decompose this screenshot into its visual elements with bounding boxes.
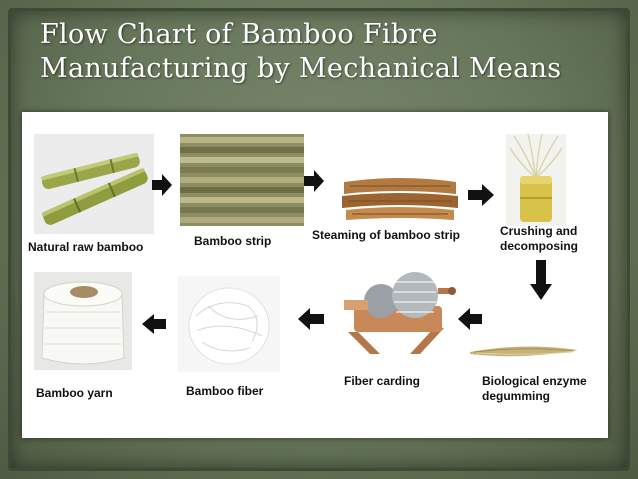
label-bamboo-yarn: Bamboo yarn bbox=[36, 386, 113, 400]
raw-bamboo-image bbox=[34, 134, 154, 234]
step-bamboo-yarn bbox=[34, 272, 132, 370]
yarn-cone-image bbox=[34, 272, 132, 370]
steamed-strip-image bbox=[342, 178, 458, 220]
arrow-left-icon bbox=[142, 314, 166, 334]
title-line-2: Manufacturing by Mechanical Means bbox=[40, 53, 562, 84]
label-natural-raw-bamboo: Natural raw bamboo bbox=[28, 240, 144, 254]
label-bamboo-strip: Bamboo strip bbox=[194, 234, 272, 248]
crushed-bamboo-image bbox=[506, 134, 566, 226]
arrow-right-icon bbox=[304, 170, 324, 192]
step-bamboo-strip bbox=[180, 134, 304, 226]
page-title: Flow Chart of Bamboo Fibre Manufacturing… bbox=[40, 18, 620, 86]
degummed-fiber-image bbox=[470, 346, 578, 357]
slide-frame bbox=[8, 8, 630, 471]
flowchart-panel: Natural raw bamboo bbox=[22, 112, 608, 438]
step-fiber-carding bbox=[340, 262, 460, 362]
label-crushing-line-2: decomposing bbox=[500, 239, 579, 253]
label-crushing-line-1: Crushing and bbox=[500, 224, 578, 238]
arrow-left-icon bbox=[458, 308, 482, 330]
title-line-1: Flow Chart of Bamboo Fibre bbox=[40, 19, 438, 50]
arrow-right-icon bbox=[152, 174, 172, 196]
label-steaming: Steaming of bamboo strip bbox=[312, 228, 461, 242]
step-bamboo-fiber bbox=[178, 276, 280, 372]
label-degumming-line-1: Biological enzyme bbox=[482, 374, 587, 388]
arrow-down-icon bbox=[530, 260, 552, 300]
step-steaming bbox=[340, 174, 460, 224]
bamboo-fiber-image bbox=[178, 276, 280, 372]
label-crushing: Crushing and decomposing bbox=[500, 224, 578, 254]
step-degumming bbox=[468, 340, 580, 364]
bamboo-strip-image bbox=[180, 134, 304, 226]
carding-machine-image bbox=[344, 272, 456, 354]
step-natural-raw-bamboo bbox=[34, 134, 154, 234]
label-fiber-carding: Fiber carding bbox=[344, 374, 421, 388]
step-crushing bbox=[506, 134, 566, 226]
label-degumming: Biological enzyme degumming bbox=[482, 374, 587, 404]
label-bamboo-fiber: Bamboo fiber bbox=[186, 384, 264, 398]
arrow-left-icon bbox=[298, 308, 324, 330]
label-degumming-line-2: degumming bbox=[482, 389, 550, 403]
arrow-right-icon bbox=[468, 184, 494, 206]
